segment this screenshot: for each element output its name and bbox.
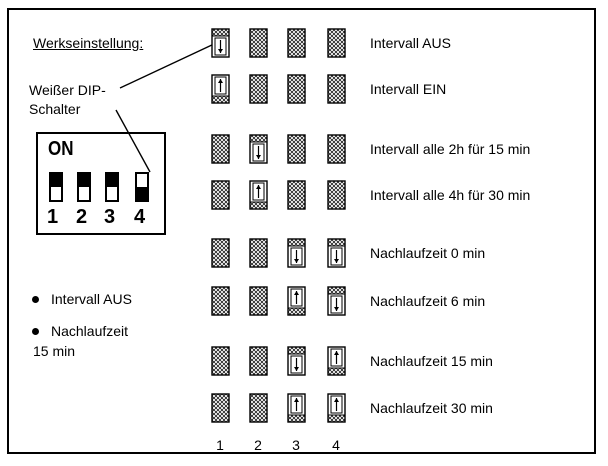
switch-cell	[249, 134, 268, 164]
switch-cell	[327, 393, 346, 423]
dip-switch-box: ON 1 2 3 4	[36, 132, 166, 235]
setting-label: Nachlaufzeit 6 min	[370, 293, 486, 309]
switch-cell	[327, 134, 346, 164]
switch-cell	[211, 74, 230, 104]
dip-switch-1	[49, 172, 63, 202]
switch-cell	[249, 286, 268, 316]
setting-label: Intervall alle 2h für 15 min	[370, 141, 531, 157]
switch-cell	[211, 393, 230, 423]
legend-bullet-1	[32, 296, 39, 303]
switch-cell	[327, 28, 346, 58]
switch-cell	[327, 180, 346, 210]
dip-number-2: 2	[76, 206, 88, 228]
dip-label-line2: Schalter	[29, 101, 81, 117]
column-number: 1	[216, 437, 224, 453]
switch-cell	[287, 286, 306, 316]
switch-cell	[249, 393, 268, 423]
switch-cell	[287, 28, 306, 58]
switch-cell	[287, 393, 306, 423]
legend-text-2b: 15 min	[33, 343, 76, 359]
dip-number-3: 3	[104, 206, 116, 228]
switch-cell	[287, 180, 306, 210]
legend-text-1: Intervall AUS	[51, 291, 132, 307]
setting-label: Nachlaufzeit 30 min	[370, 400, 493, 416]
switch-cell	[211, 238, 230, 268]
setting-label: Intervall AUS	[370, 35, 451, 51]
switch-cell	[249, 74, 268, 104]
factory-setting-heading: Werkseinstellung:	[33, 35, 144, 51]
switch-cell	[327, 238, 346, 268]
dip-on-label: ON	[48, 138, 74, 160]
switch-cell	[211, 180, 230, 210]
column-number: 3	[292, 437, 300, 453]
switch-cell	[249, 238, 268, 268]
setting-label: Intervall alle 4h für 30 min	[370, 187, 531, 203]
dip-switch-4	[135, 172, 149, 202]
setting-label: Intervall EIN	[370, 81, 447, 97]
switch-cell	[211, 286, 230, 316]
switch-cell	[287, 346, 306, 376]
switch-cell	[327, 74, 346, 104]
dip-switch-3	[105, 172, 119, 202]
switch-cell	[327, 346, 346, 376]
switch-cell	[327, 286, 346, 316]
switch-cell	[249, 346, 268, 376]
switch-cell	[287, 238, 306, 268]
leader-line-to-switch-1	[119, 43, 215, 89]
dip-label-line1: Weißer DIP-	[29, 82, 106, 98]
dip-number-4: 4	[134, 206, 146, 228]
dip-number-1: 1	[47, 206, 59, 228]
column-number: 4	[332, 437, 340, 453]
switch-cell	[249, 28, 268, 58]
legend-bullet-2	[32, 328, 39, 335]
setting-label: Nachlaufzeit 0 min	[370, 245, 486, 261]
dip-switch-2	[77, 172, 91, 202]
switch-cell	[287, 134, 306, 164]
switch-cell	[287, 74, 306, 104]
switch-cell	[211, 346, 230, 376]
switch-cell	[211, 134, 230, 164]
switch-cell	[211, 28, 230, 58]
switch-cell	[249, 180, 268, 210]
legend-text-2a: Nachlaufzeit	[51, 323, 129, 339]
leader-line-to-dip-4	[115, 109, 151, 173]
setting-label: Nachlaufzeit 15 min	[370, 353, 493, 369]
column-number: 2	[254, 437, 262, 453]
